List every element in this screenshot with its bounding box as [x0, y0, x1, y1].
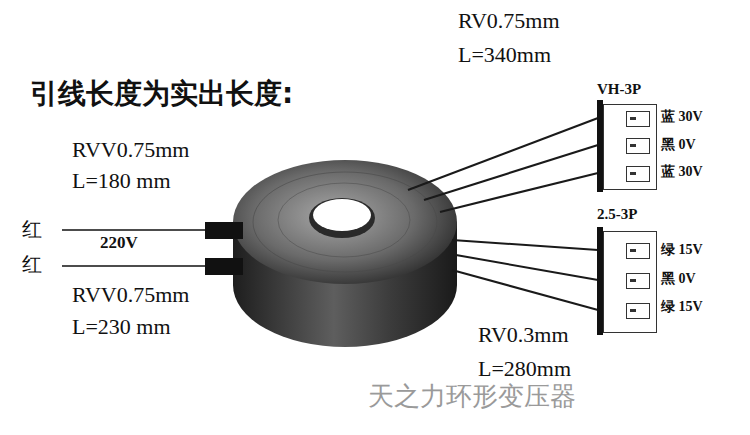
watermark: 天之力环形变压器 [368, 382, 576, 412]
primary-wire [62, 265, 212, 267]
wire-spec: RV0.75mm [458, 8, 560, 33]
wire-color: 红 [22, 218, 42, 241]
connector-housing: 2.5-3P [597, 205, 657, 335]
wire-spec: RVV0.75mm [72, 282, 189, 307]
connector-housing: VH-3P [597, 80, 657, 192]
wire-sleeve [205, 258, 243, 275]
pin-slot [626, 243, 650, 259]
winding-texture [253, 172, 437, 272]
toroid-hole-wall [309, 198, 375, 238]
primary-wire [62, 229, 212, 231]
pin-slot [626, 273, 650, 289]
pin-notch [630, 309, 636, 312]
toroid-top [233, 160, 457, 284]
secondary-wire [440, 173, 598, 212]
pin-notch [630, 117, 636, 120]
pin-notch [630, 144, 636, 147]
connector-body [603, 104, 657, 190]
pin-slot [626, 111, 650, 127]
pin-notch [630, 279, 636, 282]
wire-length: L=280mm [478, 356, 571, 381]
pin-notch [630, 249, 636, 252]
secondary-wire [452, 240, 598, 250]
wire-spec: RVV0.75mm [72, 137, 189, 162]
voltage-label: 220V [100, 233, 138, 253]
pin-notch [630, 172, 636, 175]
pin-label: 蓝 30V [661, 164, 703, 180]
connector-body [603, 231, 657, 333]
secondary-wire [424, 145, 598, 200]
wire-color: 红 [22, 253, 42, 276]
pin-label: 蓝 30V [661, 109, 703, 125]
wire-spec: RV0.3mm [478, 322, 569, 347]
secondary-wire [452, 270, 598, 310]
pin-slot [626, 138, 650, 154]
connector-type: 2.5-3P [597, 205, 657, 223]
pin-label: 绿 15V [661, 299, 703, 315]
note-text: 引线长度为实出长度: [30, 78, 293, 110]
pin-slot [626, 166, 650, 182]
wire-length: L=180 mm [72, 168, 171, 193]
winding-texture [278, 183, 410, 257]
pin-label: 黑 0V [661, 137, 696, 153]
pin-label: 绿 15V [661, 242, 703, 258]
wire-sleeve [205, 222, 243, 239]
connector-type: VH-3P [597, 80, 657, 98]
wire-length: L=230 mm [72, 314, 171, 339]
toroid-hole [313, 199, 371, 231]
pin-slot [626, 303, 650, 319]
wire-length: L=340mm [458, 42, 551, 67]
pin-label: 黑 0V [661, 271, 696, 287]
